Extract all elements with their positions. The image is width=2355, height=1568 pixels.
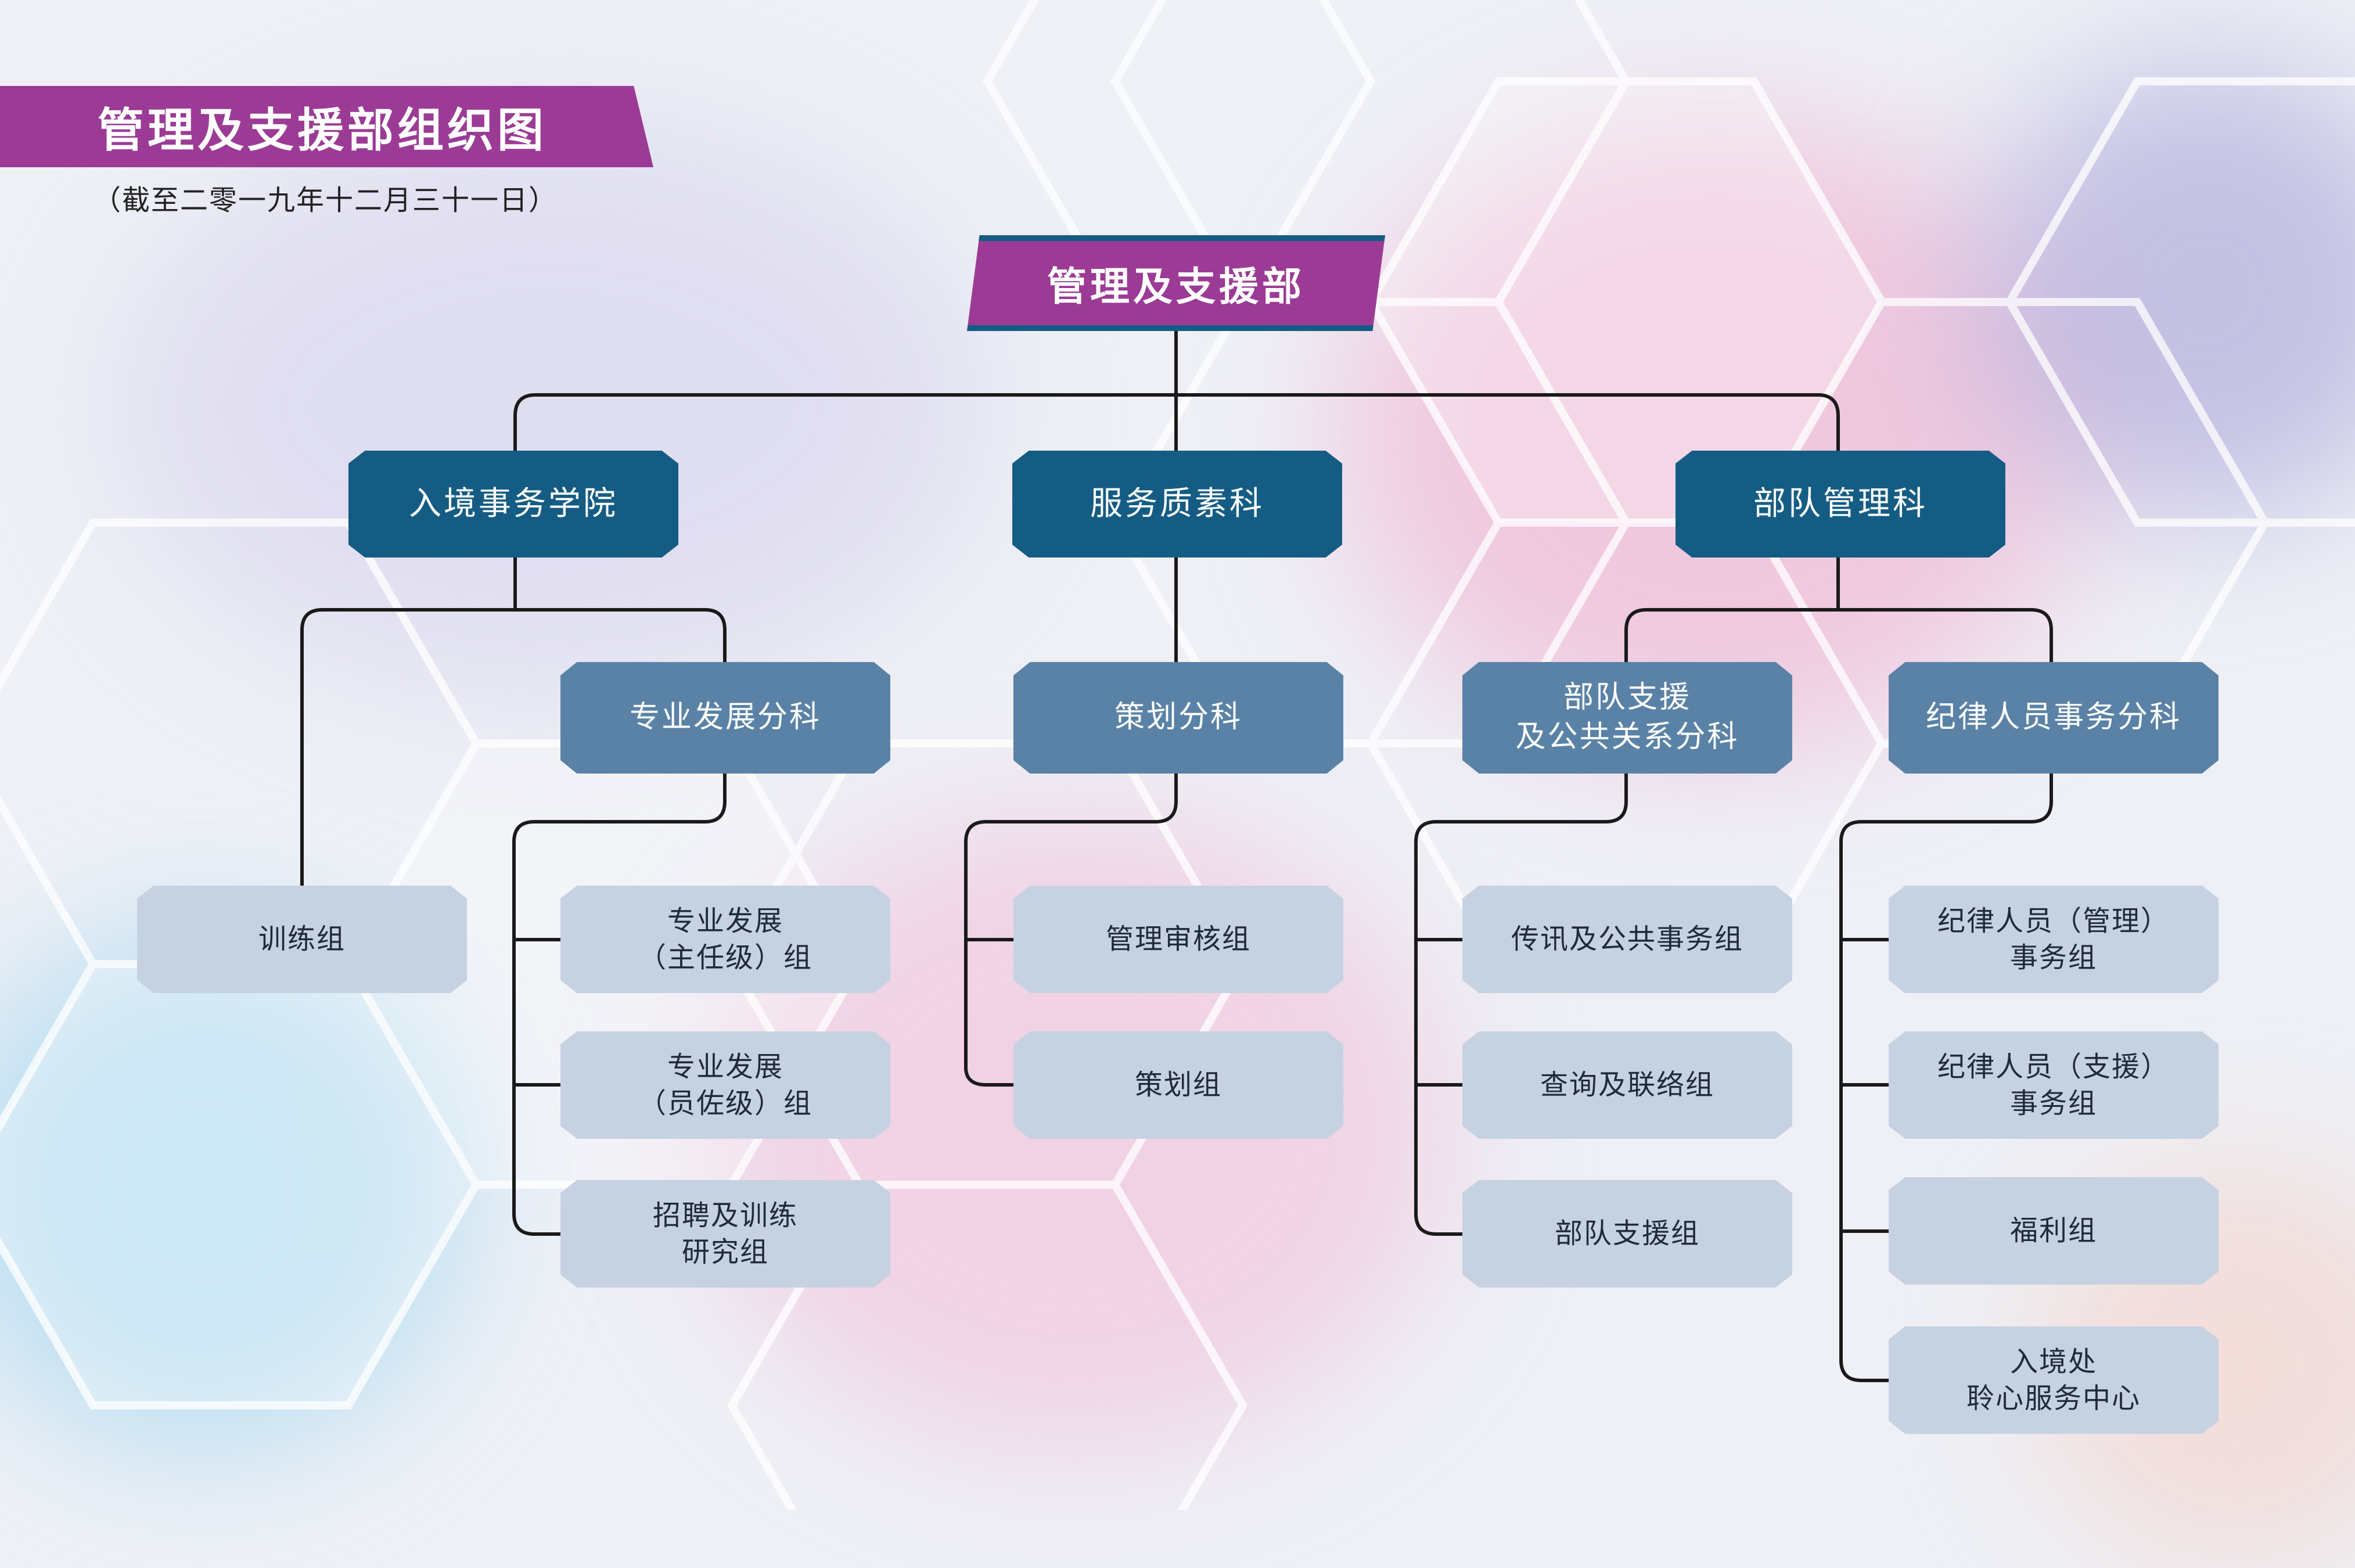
node-quality: 服务质素科	[1012, 451, 1342, 558]
bg-blob-purple	[1975, 58, 2355, 523]
node-training: 训练组	[137, 886, 467, 993]
node-support-pr: 部队支援 及公共关系分科	[1462, 662, 1792, 774]
node-mgmt-audit: 管理审核组	[1013, 886, 1343, 993]
node-welfare: 福利组	[1889, 1177, 2219, 1285]
node-disc-mgmt: 纪律人员（管理） 事务组	[1889, 886, 2219, 993]
node-prof-dev: 专业发展分科	[560, 662, 890, 774]
node-planning: 策划分科	[1013, 662, 1343, 774]
node-enquiry: 查询及联络组	[1462, 1031, 1792, 1139]
node-planning-unit: 策划组	[1013, 1031, 1343, 1139]
root-node: 管理及支援部	[967, 235, 1385, 331]
bg-blob-pink	[1336, 116, 2091, 755]
bg-blob-lilac	[116, 116, 987, 697]
node-force-support: 部队支援组	[1462, 1180, 1792, 1288]
node-force: 部队管理科	[1676, 451, 2005, 558]
node-academy: 入境事务学院	[348, 451, 678, 558]
node-prof-dev-supervisor: 专业发展 （主任级）组	[560, 886, 890, 993]
node-counseling: 入境处 聆心服务中心	[1889, 1326, 2219, 1434]
page-subtitle: （截至二零一九年十二月三十一日）	[93, 184, 558, 217]
node-disc-support: 纪律人员（支援） 事务组	[1889, 1031, 2219, 1139]
connector-lines	[300, 331, 2053, 1382]
bg-blob-blue	[0, 929, 465, 1452]
node-comms: 传讯及公共事务组	[1462, 886, 1792, 993]
node-prof-dev-assistant: 专业发展 （员佐级）组	[560, 1031, 890, 1139]
node-recruit-research: 招聘及训练 研究组	[560, 1180, 890, 1288]
page-title: 管理及支援部组织图	[0, 86, 653, 167]
node-disciplined: 纪律人员事务分科	[1889, 662, 2219, 774]
